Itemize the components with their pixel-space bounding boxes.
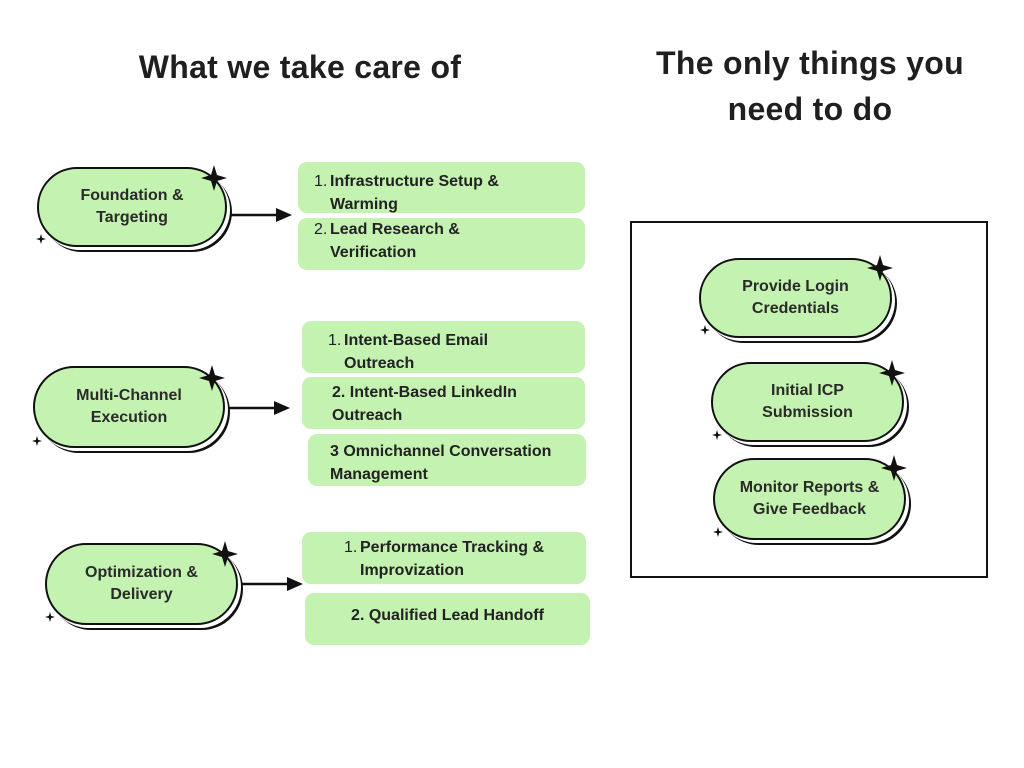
item-text: 2. Qualified Lead Handoff — [351, 606, 544, 624]
arrow-icon — [228, 401, 290, 415]
task-box: 1.Intent-Based Email Outreach — [302, 321, 585, 373]
arrow-icon — [241, 577, 303, 591]
group-pill-optimization: Optimization & Delivery — [45, 543, 238, 625]
sparkle-icon — [199, 365, 225, 391]
item-text: Lead Research & Verification — [330, 221, 460, 261]
client-task-label: Initial ICP Submission — [762, 382, 853, 421]
sparkle-icon — [45, 612, 55, 622]
arrow-icon — [230, 208, 292, 222]
client-task-label: Monitor Reports & Give Feedback — [739, 479, 880, 518]
item-number: 2. — [314, 221, 328, 238]
item-number: 1. — [328, 332, 342, 349]
sparkle-icon — [712, 430, 722, 440]
client-task-label: Provide Login Credentials — [742, 278, 849, 317]
sparkle-icon — [36, 234, 46, 244]
item-number: 1. — [344, 539, 358, 556]
sparkle-icon — [201, 165, 227, 191]
sparkle-icon — [713, 527, 723, 537]
item-text: Performance Tracking & Improvization — [360, 539, 545, 579]
task-box: 1.Infrastructure Setup & Warming — [298, 162, 585, 213]
item-text: 2. Intent-Based LinkedIn Outreach — [332, 384, 517, 424]
group-label: Optimization & Delivery — [85, 564, 198, 603]
task-box: 3 Omnichannel Conversation Management — [308, 434, 586, 486]
group-pill-foundation: Foundation & Targeting — [37, 167, 227, 247]
item-text: Intent-Based Email Outreach — [344, 332, 489, 372]
item-number: 1. — [314, 173, 328, 190]
item-text: Infrastructure Setup & Warming — [330, 173, 499, 213]
sparkle-icon — [212, 541, 238, 567]
group-label: Multi-Channel Execution — [76, 387, 182, 426]
client-task-pill: Monitor Reports & Give Feedback — [713, 458, 906, 540]
sparkle-icon — [32, 436, 42, 446]
group-label: Foundation & Targeting — [80, 187, 184, 226]
right-heading: The only things you need to do — [656, 45, 964, 127]
sparkle-icon — [879, 360, 905, 386]
sparkle-icon — [700, 325, 710, 335]
task-box: 2.Lead Research & Verification — [298, 218, 585, 270]
sparkle-icon — [867, 255, 893, 281]
client-task-pill: Initial ICP Submission — [711, 362, 904, 442]
client-tasks-frame — [630, 221, 988, 578]
sparkle-icon — [881, 455, 907, 481]
item-text: 3 Omnichannel Conversation Management — [330, 443, 552, 483]
left-heading: What we take care of — [138, 49, 462, 85]
group-pill-multichannel: Multi-Channel Execution — [33, 366, 225, 448]
task-box: 2. Intent-Based LinkedIn Outreach — [302, 377, 585, 429]
task-box: 2. Qualified Lead Handoff — [305, 593, 590, 645]
client-task-pill: Provide Login Credentials — [699, 258, 892, 338]
task-box: 1.Performance Tracking & Improvization — [302, 532, 586, 584]
